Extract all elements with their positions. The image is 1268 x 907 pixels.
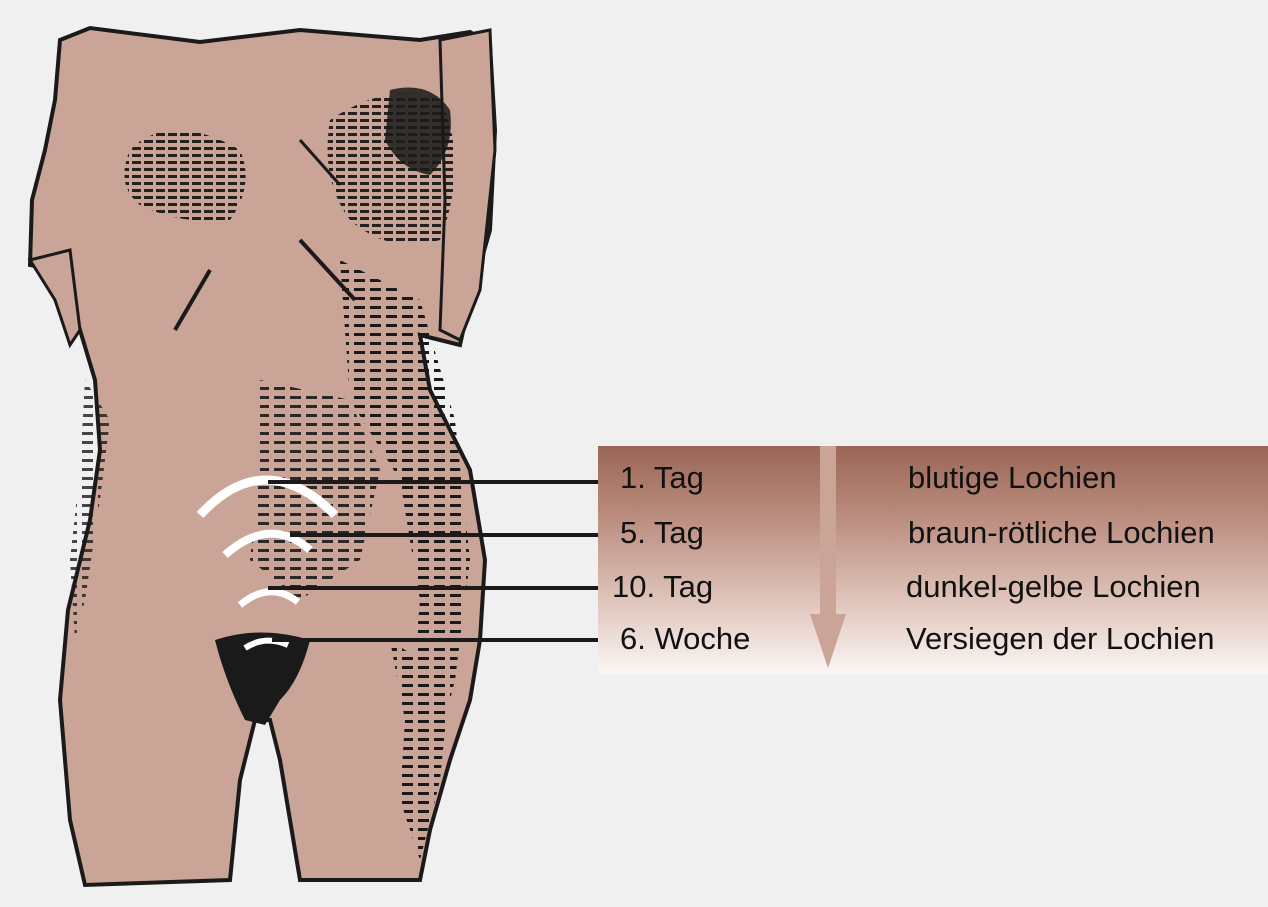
stage-description-1: blutige Lochien (908, 462, 1117, 493)
stage-day-2: 5. Tag (620, 517, 704, 548)
stage-description-2: braun-rötliche Lochien (908, 517, 1215, 548)
stage-description-4: Versiegen der Lochien (906, 623, 1215, 654)
stage-description-3: dunkel-gelbe Lochien (906, 571, 1201, 602)
timeline-arrow-icon (808, 446, 848, 674)
stage-day-1: 1. Tag (620, 462, 704, 493)
left-arm (30, 250, 80, 345)
stage-day-3: 10. Tag (612, 571, 713, 602)
stage-day-4: 6. Woche (620, 623, 750, 654)
